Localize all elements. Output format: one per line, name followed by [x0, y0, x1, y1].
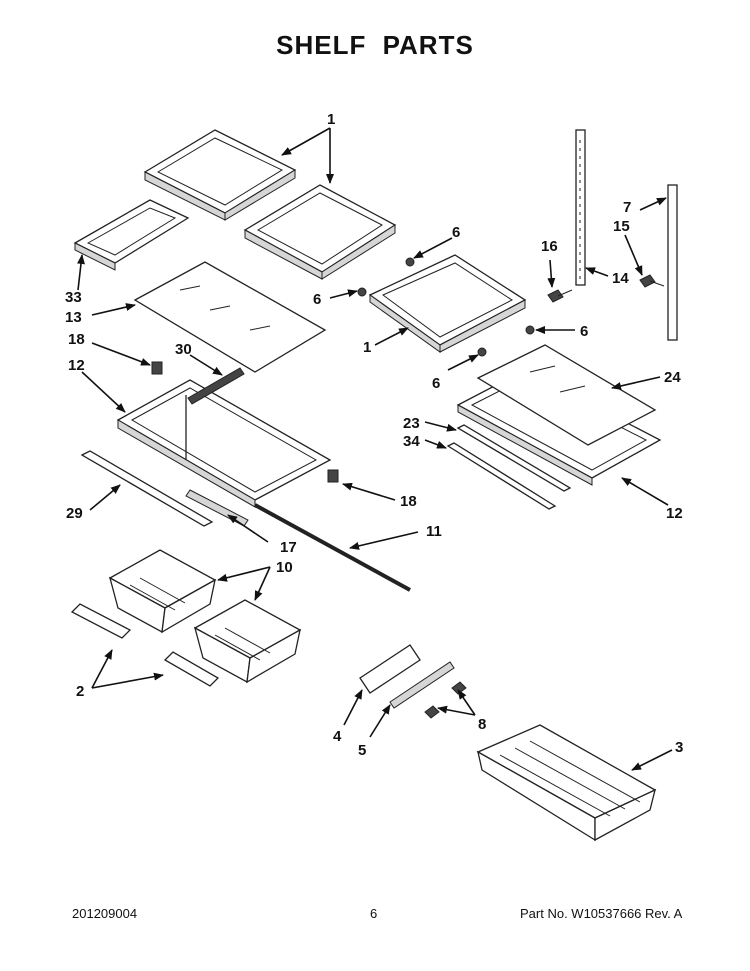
cantilever-shelf-upper: [143, 129, 297, 221]
footer-date-code: 201209004: [72, 906, 138, 921]
callout-18b: 18: [400, 493, 417, 510]
crisper-drawer-left: [108, 549, 217, 634]
callout-15: 15: [613, 218, 630, 235]
footer-part-number: Part No. W10537666 Rev. A: [520, 906, 683, 921]
callout-33: 33: [65, 289, 82, 306]
callout-6a: 6: [452, 224, 460, 241]
callout-5: 5: [358, 742, 366, 759]
crisper-cover-frame-left: [116, 379, 332, 508]
slide-bracket: [187, 367, 245, 405]
callout-10: 10: [276, 559, 293, 576]
rail-screw: [639, 274, 665, 288]
callout-34: 34: [403, 433, 420, 450]
side-rail: [667, 184, 678, 341]
screw-8b: [424, 705, 440, 719]
callout-3: 3: [675, 739, 683, 756]
crisper-glass: [476, 344, 657, 446]
cantilever-shelf-lower: [243, 184, 397, 280]
guide-right: [327, 469, 339, 483]
page-title: SHELF PARTS: [276, 30, 474, 60]
callout-8: 8: [478, 716, 486, 733]
callout-1b: 1: [363, 339, 371, 356]
callout-7: 7: [623, 199, 631, 216]
callout-23: 23: [403, 415, 420, 432]
slide-bracket-5: [389, 661, 455, 709]
callout-18a: 18: [68, 331, 85, 348]
drawer-slide: [359, 644, 421, 694]
mounting-screw: [547, 289, 573, 303]
callout-30: 30: [175, 341, 192, 358]
callout-6b: 6: [313, 291, 321, 308]
callout-1a: 1: [327, 111, 335, 128]
callout-13: 13: [65, 309, 82, 326]
deli-pan: [476, 724, 657, 842]
leader-lines: [77, 127, 673, 771]
trim-strip-23: [456, 424, 572, 492]
guide-left: [151, 361, 163, 375]
ladder-rail: [575, 129, 586, 286]
callout-24: 24: [664, 369, 681, 386]
screw-8a: [451, 681, 467, 695]
callout-16: 16: [541, 238, 558, 255]
center-shelf: [368, 254, 527, 353]
support-rod: [254, 503, 411, 592]
drawer-front-lower: [163, 651, 220, 687]
footer-page-number: 6: [370, 906, 378, 921]
callout-17: 17: [280, 539, 297, 556]
trim-strip-34: [446, 442, 557, 510]
trim-strip: [80, 450, 214, 527]
callout-12a: 12: [68, 357, 85, 374]
callout-29: 29: [66, 505, 83, 522]
callout-6c: 6: [580, 323, 588, 340]
callout-14: 14: [612, 270, 629, 287]
screws: [357, 257, 535, 357]
small-shelf: [73, 199, 190, 271]
callout-2: 2: [76, 683, 84, 700]
drawer-front-upper: [70, 603, 132, 639]
callout-4: 4: [333, 728, 342, 745]
glass-shelf-panel: [133, 261, 327, 373]
callout-11: 11: [426, 523, 442, 540]
callout-12b: 12: [666, 505, 683, 522]
crisper-drawer-right: [193, 599, 302, 684]
callout-6d: 6: [432, 375, 440, 392]
